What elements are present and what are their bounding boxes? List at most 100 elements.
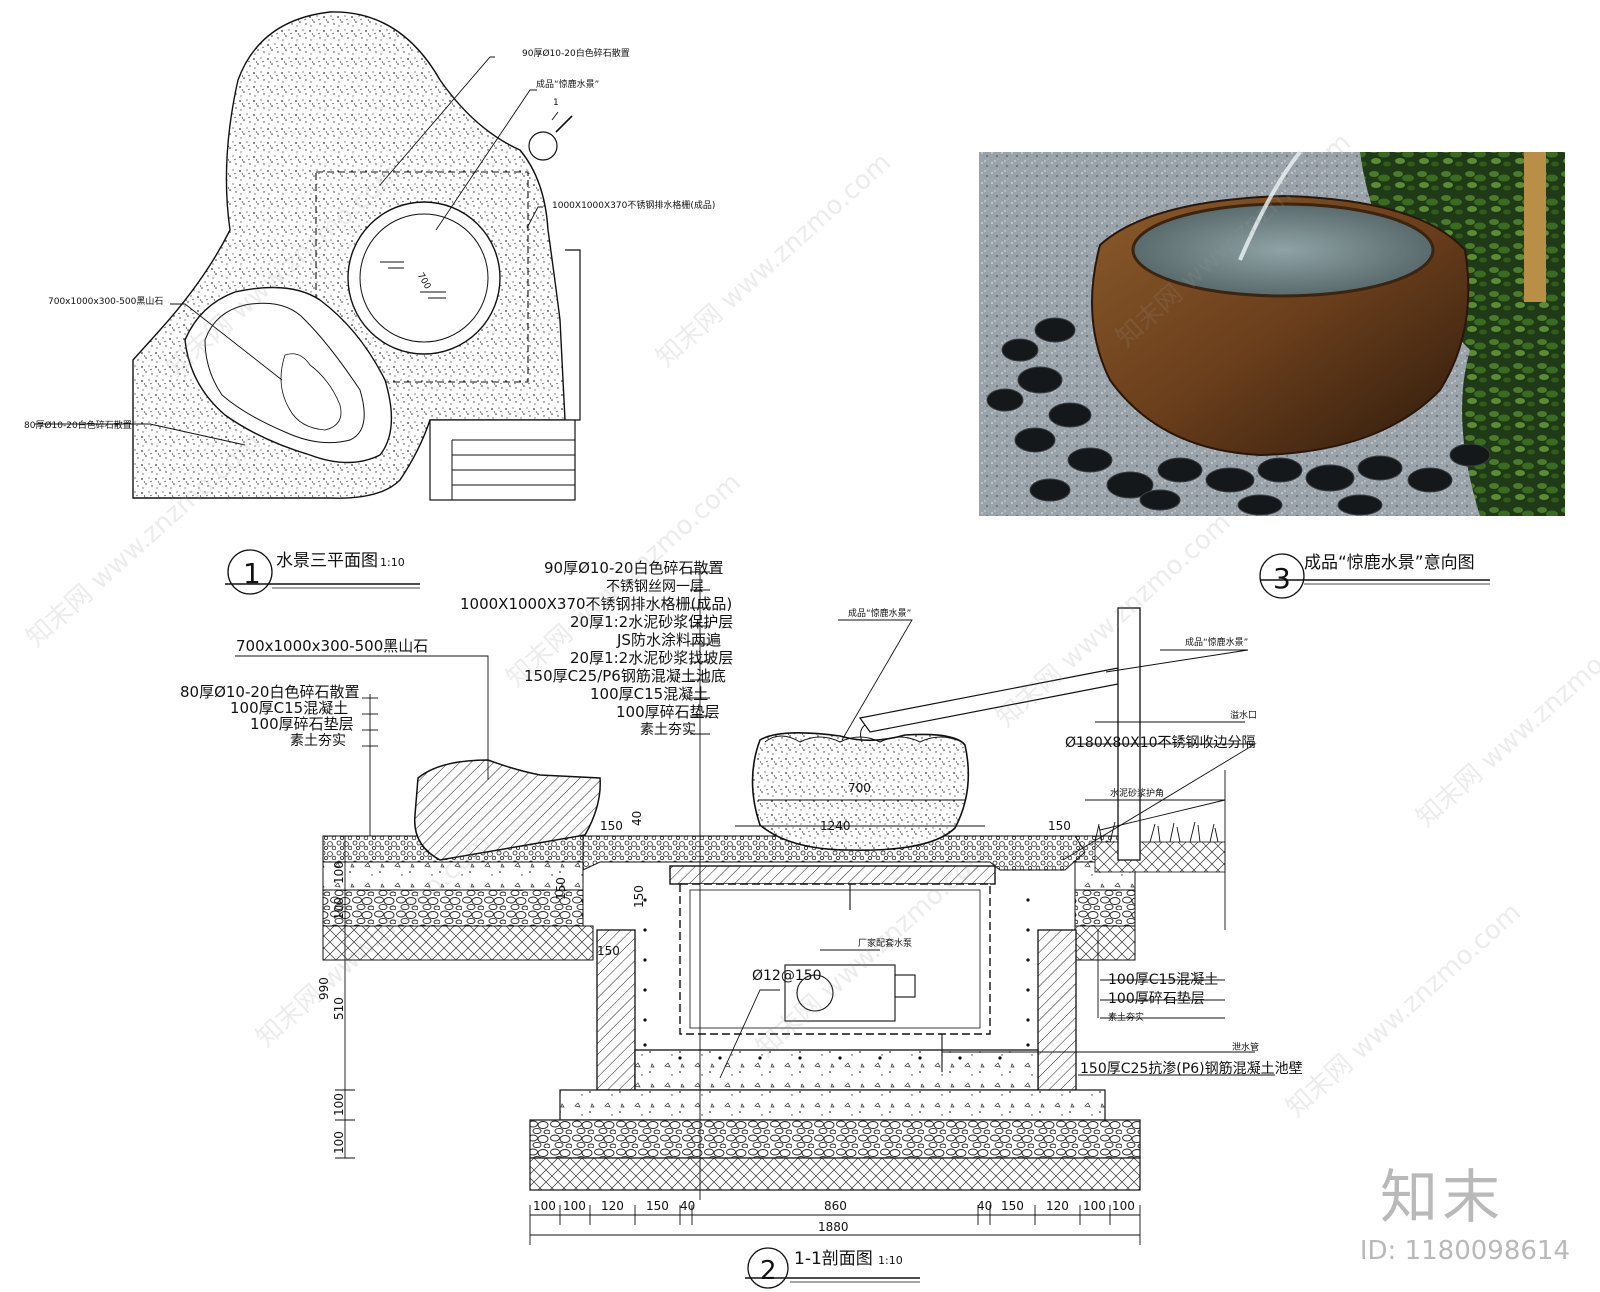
section-bottom-dim-10: 100 [1112,1199,1135,1213]
section-product-label: 成品“惊鹿水景” [848,607,911,619]
section-pump-label: 厂家配套水泵 [858,937,912,949]
section-title: 1-1剖面图 [794,1249,873,1269]
section-bottom-dim-4: 40 [680,1199,695,1213]
plan-label-tank: 1000X1000X370不锈钢排水格栅(成品) [552,199,715,211]
section-top-gravel [582,835,1086,871]
section-rock-label: 700x1000x300-500黑山石 [236,637,428,655]
section-lawn-strip [1094,841,1226,873]
section-left-layer-1: 100厚C15混凝土 [230,699,348,717]
section-bottom-dim-2: 120 [601,1199,624,1213]
section-left-layer-0: 80厚Ø10-20白色碎石散置 [180,683,359,701]
section-bottom-dim-3: 150 [646,1199,669,1213]
section-view: 90厚Ø10-20白色碎石散置 不锈钢丝网一层 1000X1000X370不锈钢… [180,559,1303,1289]
section-layer-4: JS防水涂料两遍 [616,631,721,649]
section-grate-slab [669,865,996,885]
section-left-dim-0: 100 [332,861,346,884]
section-rebar [643,898,1030,1060]
section-rebar-label: Ø12@150 [752,968,822,984]
section-layer-1: 不锈钢丝网一层 [606,579,704,595]
plan-title: 水景三平面图 [276,551,378,571]
photo-title-circle [1259,553,1305,599]
section-wall-left [596,929,636,1091]
section-layer-stack: 90厚Ø10-20白色碎石散置 不锈钢丝网一层 1000X1000X370不锈钢… [460,559,733,738]
plan-label-product: 成品“惊鹿水景” [536,78,599,90]
section-total-dim: 1880 [818,1220,849,1234]
section-wall-label: 150厚C25抗渗(P6)钢筋混凝土池壁 [1080,1060,1303,1077]
section-bottom-dim-7: 150 [1001,1199,1024,1213]
plan-label-rock: 700x1000x300-500黑山石 [48,296,163,307]
section-base-soil [529,1157,1141,1191]
section-bottom-dim-0: 100 [533,1199,556,1213]
plan-section-mark-label: 1 [553,98,559,108]
section-layer-2: 1000X1000X370不锈钢排水格栅(成品) [460,595,732,613]
photo-water-stream [1238,150,1302,261]
section-left-layer-2: 100厚碎石垫层 [250,715,354,733]
section-product-label-right: 成品“惊鹿水景” [1185,636,1248,648]
section-wall-right [1037,929,1077,1091]
plan-label-top-gravel: 90厚Ø10-20白色碎石散置 [522,47,630,59]
section-bottom-dim-8: 120 [1046,1199,1069,1213]
section-left-dim-5: 100 [332,1131,346,1154]
section-layer-6: 150厚C25/P6钢筋混凝土池底 [524,667,726,685]
section-pump [784,884,943,1072]
section-rock [413,759,601,861]
reference-photo: 3 成品“惊鹿水景”意向图 [979,150,1565,599]
photo-title: 成品“惊鹿水景”意向图 [1304,553,1475,573]
section-left-dim-4: 100 [332,1093,346,1116]
section-left-dim-1: 100 [332,897,346,920]
section-title-number: 2 [760,1256,777,1286]
plan-title-number: 1 [243,557,261,590]
section-drain-label: 泄水管 [1232,1041,1259,1053]
section-basin [751,732,970,851]
plan-section-mark [528,131,558,161]
brand-logo: 知末 [1379,1163,1504,1231]
section-pool-lining [689,889,981,1029]
section-left-concrete [322,861,584,891]
plan-leaders [35,56,559,446]
section-left-pebble [322,889,584,927]
section-bottom-dim-6: 40 [977,1199,992,1213]
section-right-layer-1: 100厚碎石垫层 [1108,991,1205,1007]
section-dim-side-1: 150 [597,944,620,958]
section-layer-7: 100厚C15混凝土 [590,685,708,703]
plan-label-side-gravel: 80厚Ø10-20白色碎石散置 [24,419,132,431]
plan-rock-inner [204,302,365,444]
photo-water [1131,202,1435,298]
section-dim-basin-1240: 1240 [820,819,851,833]
section-bottom-dim-5: 860 [824,1199,847,1213]
plan-section-arrow [555,115,573,133]
section-right-soil [1074,925,1136,961]
section-dim-basin-700: 700 [848,781,871,795]
section-left-soil [322,925,594,961]
plan-rock-contour [280,353,342,431]
section-right-layer-2: 素土夯实 [1108,1011,1144,1023]
photo-pebbles [986,317,1491,516]
section-right-pebble [1074,889,1136,927]
section-base-pebble [529,1119,1141,1159]
section-left-dim-2: 990 [317,977,331,1000]
section-post [1117,607,1141,861]
section-base-concrete [559,1089,1106,1121]
section-water-flow [860,724,866,743]
section-basin-wave [764,735,963,743]
section-edge-strip-label: Ø180X80X10不锈钢收边分隔 [1065,735,1256,751]
section-layer-0: 90厚Ø10-20白色碎石散置 [544,559,723,577]
section-left-layer-3: 素土夯实 [290,733,346,749]
section-dim-side-2: 150 [554,877,568,900]
plan-view: 700 1 90厚Ø10-20白色碎石散置 成品“惊鹿水景” 1000X1000… [24,11,715,595]
plan-basin-inner [359,213,489,343]
section-pool-floor [634,1049,1039,1091]
section-layer-5: 20厚1:2水泥砂浆找坡层 [570,649,733,667]
section-dim-lines [335,799,1141,1245]
section-left-stack: 80厚Ø10-20白色碎石散置 100厚C15混凝土 100厚碎石垫层 素土夯实 [180,683,359,749]
section-dim-side-0: 150 [632,885,646,908]
section-dim-edge-1: 40 [630,811,644,826]
plan-title-circle [227,549,273,595]
plan-water-symbol [380,261,446,299]
photo-bamboo [1524,152,1546,302]
section-layer-9: 素土夯实 [640,722,696,738]
asset-id: ID: 1180098614 [1359,1236,1570,1266]
plan-right-wall [565,249,581,421]
section-dim-edge-2: 150 [1048,819,1071,833]
